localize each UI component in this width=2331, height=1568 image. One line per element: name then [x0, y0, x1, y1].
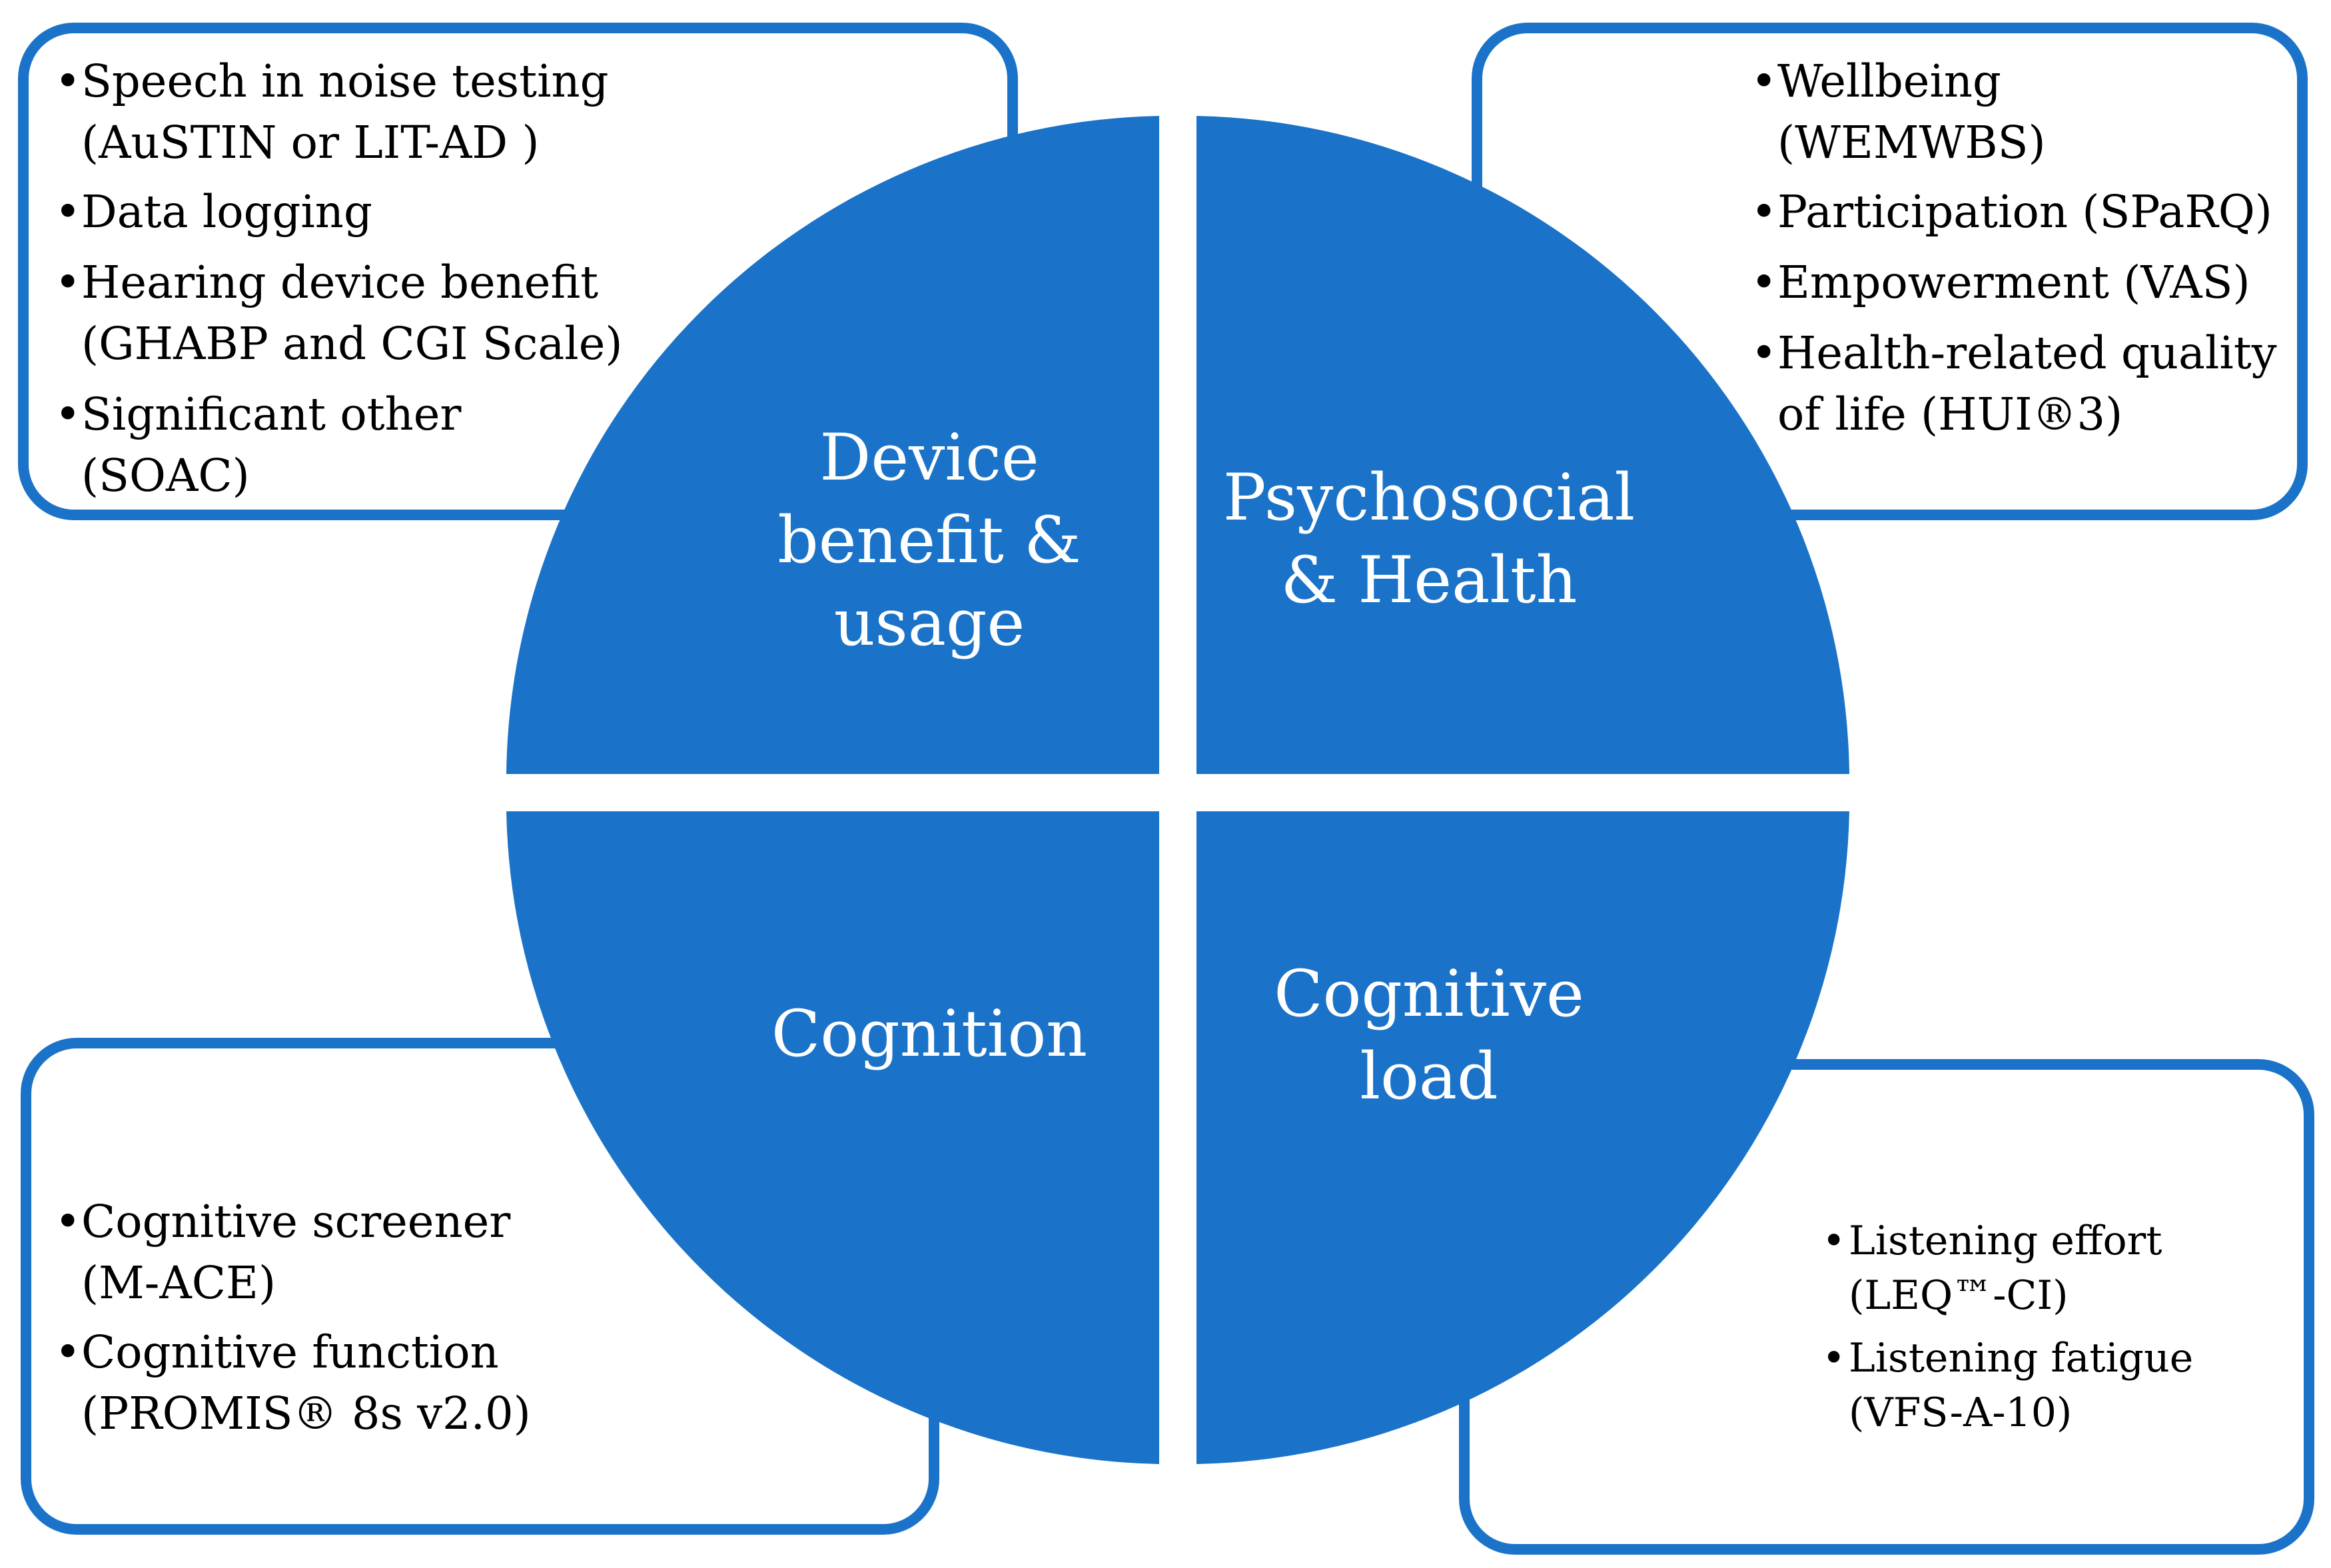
list-item: •Listening fatigue (VFS-A-10) [1822, 1335, 2194, 1436]
list-item: •Speech in noise testing (AuSTIN or LIT-… [55, 55, 609, 169]
list-item: •Significant other (SOAC) [55, 388, 462, 502]
list-item: •Listening effort (LEQ™-CI) [1822, 1218, 2162, 1319]
list-item: •Cognitive function (PROMIS® 8s v2.0) [55, 1326, 531, 1439]
list-item: •Data logging [55, 186, 372, 238]
list-item: •Empowerment (VAS) [1751, 256, 2250, 308]
quadrant-label-cognition: Cognition [771, 996, 1088, 1071]
quadrant-cognitive-load [1196, 811, 1849, 1464]
quadrant-label-cognitive-load: Cognitive load [1274, 957, 1584, 1114]
quadrant-label-psychosocial-health: Psychosocial & Health [1222, 460, 1635, 617]
list-item: •Cognitive screener (M-ACE) [55, 1196, 511, 1309]
quadrant-cognition [506, 811, 1159, 1464]
list-item: •Participation (SPaRQ) [1751, 186, 2272, 238]
quadrant-psychosocial-health [1196, 116, 1849, 774]
quadrant-label-device-benefit: Device benefit & usage [777, 420, 1081, 660]
quadrant-device-benefit [506, 116, 1159, 774]
list-item: •Wellbeing (WEMWBS) [1751, 55, 2046, 169]
list-item: •Health-related quality of life (HUI®3) [1751, 327, 2277, 440]
list-item: •Hearing device benefit (GHABP and CGI S… [55, 256, 623, 370]
